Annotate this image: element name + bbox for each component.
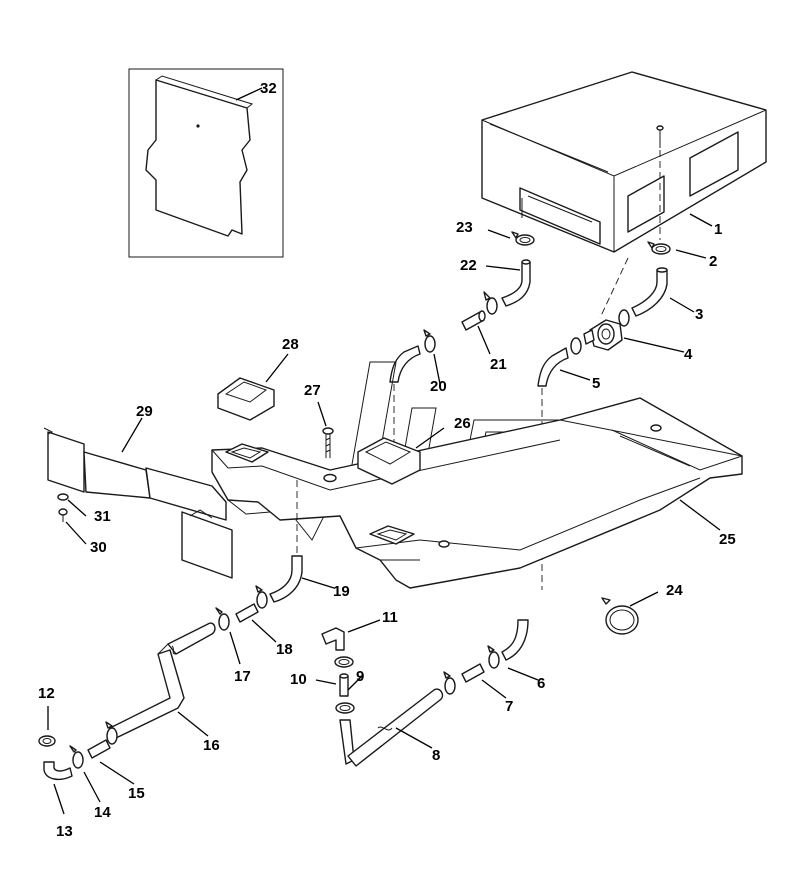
callout-20: 20 bbox=[430, 378, 447, 395]
clamp-9 bbox=[334, 656, 354, 668]
callout-31: 31 bbox=[94, 508, 111, 525]
callout-5: 5 bbox=[592, 375, 600, 392]
callout-15: 15 bbox=[128, 785, 145, 802]
fitting-15 bbox=[87, 739, 111, 759]
washer-31 bbox=[57, 493, 69, 501]
fitting-7 bbox=[461, 663, 485, 683]
hose-20 bbox=[389, 345, 421, 383]
callout-2: 2 bbox=[709, 253, 717, 270]
callout-16: 16 bbox=[203, 737, 220, 754]
callout-13: 13 bbox=[56, 823, 73, 840]
callout-1: 1 bbox=[714, 221, 722, 238]
vent-28 bbox=[217, 377, 275, 421]
callout-26: 26 bbox=[454, 415, 471, 432]
leader-lines bbox=[47, 87, 721, 815]
hose-3 bbox=[631, 267, 668, 317]
clamp-6 bbox=[487, 645, 500, 669]
clamp-7 bbox=[443, 671, 456, 695]
hose-22 bbox=[501, 259, 531, 307]
callout-labels: 32 1 2 3 4 5 6 7 8 9 10 11 12 13 14 15 1… bbox=[38, 80, 736, 840]
screw-27 bbox=[322, 427, 334, 458]
elbow-13 bbox=[43, 761, 73, 781]
callout-21: 21 bbox=[490, 356, 507, 373]
clamp-4b bbox=[570, 337, 582, 355]
callout-18: 18 bbox=[276, 641, 293, 658]
callout-25: 25 bbox=[719, 531, 736, 548]
callout-7: 7 bbox=[505, 698, 513, 715]
hose-8 bbox=[339, 688, 444, 767]
vent-26 bbox=[357, 437, 421, 485]
elbow-11 bbox=[321, 627, 345, 651]
clamp-16b bbox=[105, 721, 118, 745]
screw-30 bbox=[58, 508, 68, 522]
hose-5 bbox=[537, 347, 569, 387]
clamp-2 bbox=[647, 241, 671, 255]
clamp-9b bbox=[335, 702, 355, 714]
outlet-center bbox=[369, 525, 415, 545]
clamp-18 bbox=[255, 585, 268, 609]
callout-32: 32 bbox=[260, 80, 277, 97]
clamp-24 bbox=[601, 597, 639, 635]
callout-24: 24 bbox=[666, 582, 683, 599]
callout-19: 19 bbox=[333, 583, 350, 600]
callout-29: 29 bbox=[136, 403, 153, 420]
callout-4: 4 bbox=[684, 346, 693, 363]
clamp-14 bbox=[69, 745, 84, 769]
panel-32 bbox=[145, 75, 254, 237]
callout-28: 28 bbox=[282, 336, 299, 353]
clamp-23 bbox=[511, 231, 535, 246]
callout-10: 10 bbox=[290, 671, 307, 688]
callout-14: 14 bbox=[94, 804, 111, 821]
callout-12: 12 bbox=[38, 685, 55, 702]
hose-16 bbox=[109, 622, 216, 739]
callout-30: 30 bbox=[90, 539, 107, 556]
hose-19 bbox=[269, 555, 303, 603]
callout-11: 11 bbox=[382, 609, 398, 626]
clamp-20 bbox=[423, 329, 436, 353]
hose-6 bbox=[501, 619, 529, 661]
clamp-3b bbox=[618, 309, 630, 327]
inset-frame bbox=[128, 68, 284, 258]
callout-17: 17 bbox=[234, 668, 251, 685]
clamp-12 bbox=[38, 735, 56, 747]
callout-22: 22 bbox=[460, 257, 477, 274]
callout-3: 3 bbox=[695, 306, 703, 323]
callout-9: 9 bbox=[356, 668, 364, 685]
fitting-18 bbox=[235, 603, 259, 623]
fitting-21 bbox=[461, 310, 486, 331]
housing-cover-1 bbox=[481, 71, 767, 253]
callout-27: 27 bbox=[304, 382, 321, 399]
callout-23: 23 bbox=[456, 219, 473, 236]
fitting-10 bbox=[339, 673, 349, 697]
clamp-17 bbox=[215, 607, 230, 631]
valve-4 bbox=[583, 319, 623, 351]
outlet-left bbox=[225, 443, 269, 463]
callout-6: 6 bbox=[537, 675, 545, 692]
callout-8: 8 bbox=[432, 747, 440, 764]
deflector-29 bbox=[43, 427, 233, 579]
clamp-22b bbox=[483, 291, 498, 315]
